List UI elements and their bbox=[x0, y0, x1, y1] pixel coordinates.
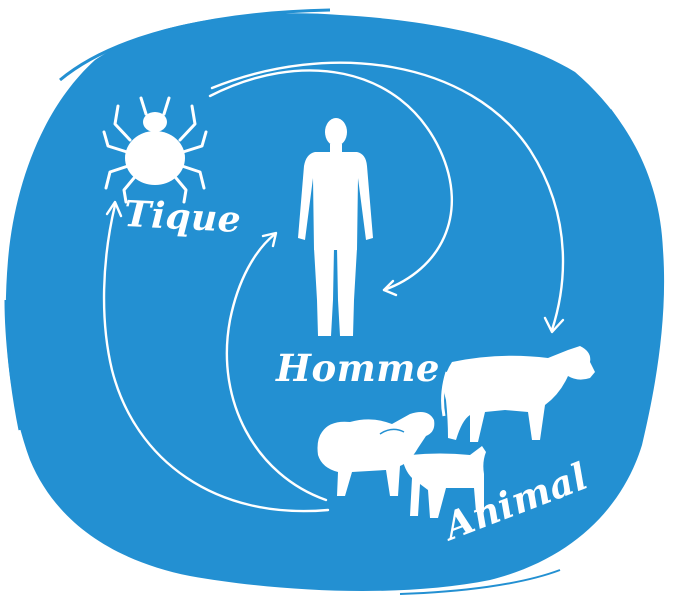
label-tick: Tique bbox=[123, 193, 242, 241]
label-human: Homme bbox=[276, 346, 440, 390]
